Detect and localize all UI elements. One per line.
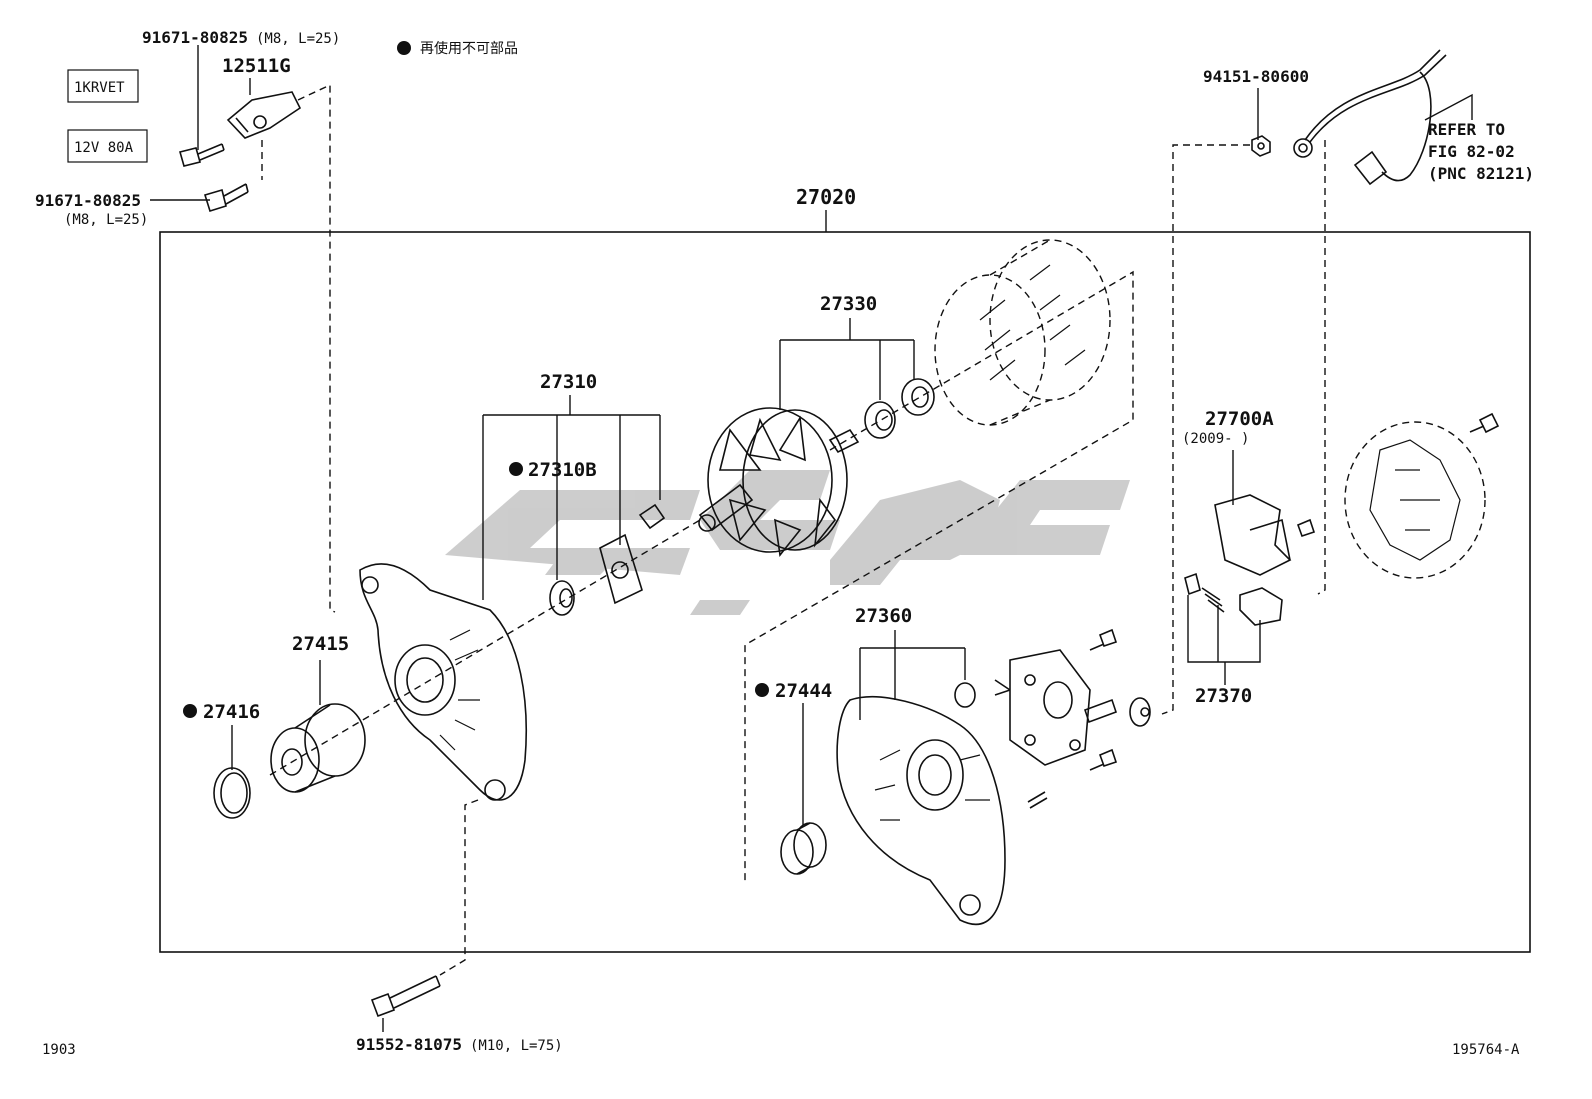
brush-27370-icon: [1184, 572, 1283, 626]
label-91671-top[interactable]: 91671-80825: [142, 28, 248, 47]
label-94151[interactable]: 94151-80600: [1203, 67, 1309, 86]
label-27416[interactable]: 27416: [203, 701, 260, 723]
stator-icon: [934, 239, 1111, 426]
watermark-logo: [445, 470, 1130, 615]
rear-cover-icon: [1344, 421, 1486, 579]
bolt-91671-top-icon: [179, 143, 225, 167]
legend-dot-icon: [397, 41, 411, 55]
spec-91671-bottom: (M8, L=25): [64, 212, 148, 228]
spec-91671-top: (M8, L=25): [256, 31, 340, 47]
mark-27416-icon: [183, 704, 197, 718]
cover-27444-icon: [780, 822, 827, 875]
screw-rectifier-b-icon: [1089, 748, 1118, 771]
regulator-27700A-icon: [1214, 494, 1292, 576]
label-27700A[interactable]: 27700A: [1205, 408, 1274, 430]
terminal-bolt-icon: [1083, 698, 1118, 724]
screw-27310-icon: [638, 503, 666, 530]
footer-left-code: 1903: [42, 1042, 76, 1058]
cap-27416-icon: [213, 767, 251, 819]
stud-icon: [1027, 791, 1048, 809]
rating-text: 12V 80A: [74, 140, 134, 156]
screw-rectifier-a-icon: [1089, 628, 1118, 651]
legend-text: 再使用不可部品: [420, 40, 518, 57]
label-27310[interactable]: 27310: [540, 371, 597, 393]
label-27330[interactable]: 27330: [820, 293, 877, 315]
label-27370[interactable]: 27370: [1195, 685, 1252, 707]
bushing-27360-icon: [954, 682, 976, 708]
label-27020[interactable]: 27020: [796, 185, 856, 209]
rotor-27330-icon: [698, 407, 860, 557]
mark-27444-icon: [755, 683, 769, 697]
spec-91552: (M10, L=75): [470, 1038, 563, 1054]
refer-line3: (PNC 82121): [1428, 164, 1534, 183]
refer-line2: FIG 82-02: [1428, 142, 1515, 161]
spec-27700A: (2009- ): [1182, 431, 1249, 447]
pulley-27415-icon: [270, 703, 366, 793]
engine-code-box: [67, 69, 139, 103]
label-27444[interactable]: 27444: [775, 680, 832, 702]
label-27360[interactable]: 27360: [855, 605, 912, 627]
rectifier-end-frame-icon: [836, 696, 1006, 926]
footer-right-code: 195764-A: [1452, 1042, 1520, 1058]
label-91552[interactable]: 91552-81075: [356, 1035, 462, 1054]
label-91671-bottom[interactable]: 91671-80825: [35, 191, 141, 210]
insulator-icon: [1129, 697, 1151, 727]
bearing-27330-a-icon: [864, 401, 896, 439]
mark-27310B-icon: [509, 462, 523, 476]
bearing-27330-b-icon: [901, 378, 935, 416]
bolt-91671-bottom-icon: [203, 183, 249, 213]
screw-regulator-icon: [1296, 518, 1316, 538]
label-27310B[interactable]: 27310B: [528, 459, 597, 481]
rating-box: [67, 129, 148, 163]
label-27415[interactable]: 27415: [292, 633, 349, 655]
bolt-91552-icon: [370, 975, 441, 1018]
assembly-27020-box: [159, 231, 1531, 953]
engine-code: 1KRVET: [74, 80, 125, 96]
retainer-plate-icon: [599, 533, 643, 605]
bracket-12511G-icon: [226, 91, 302, 139]
rectifier-plate-icon: [994, 649, 1091, 766]
nut-94151-icon: [1251, 135, 1271, 157]
wire-harness-icon: [1293, 49, 1447, 186]
screw-rear-cover-icon: [1469, 412, 1500, 434]
label-12511G[interactable]: 12511G: [222, 55, 291, 77]
bearing-27310B-icon: [549, 580, 575, 616]
refer-line1: REFER TO: [1428, 120, 1505, 139]
drive-end-frame-icon: [359, 563, 528, 801]
